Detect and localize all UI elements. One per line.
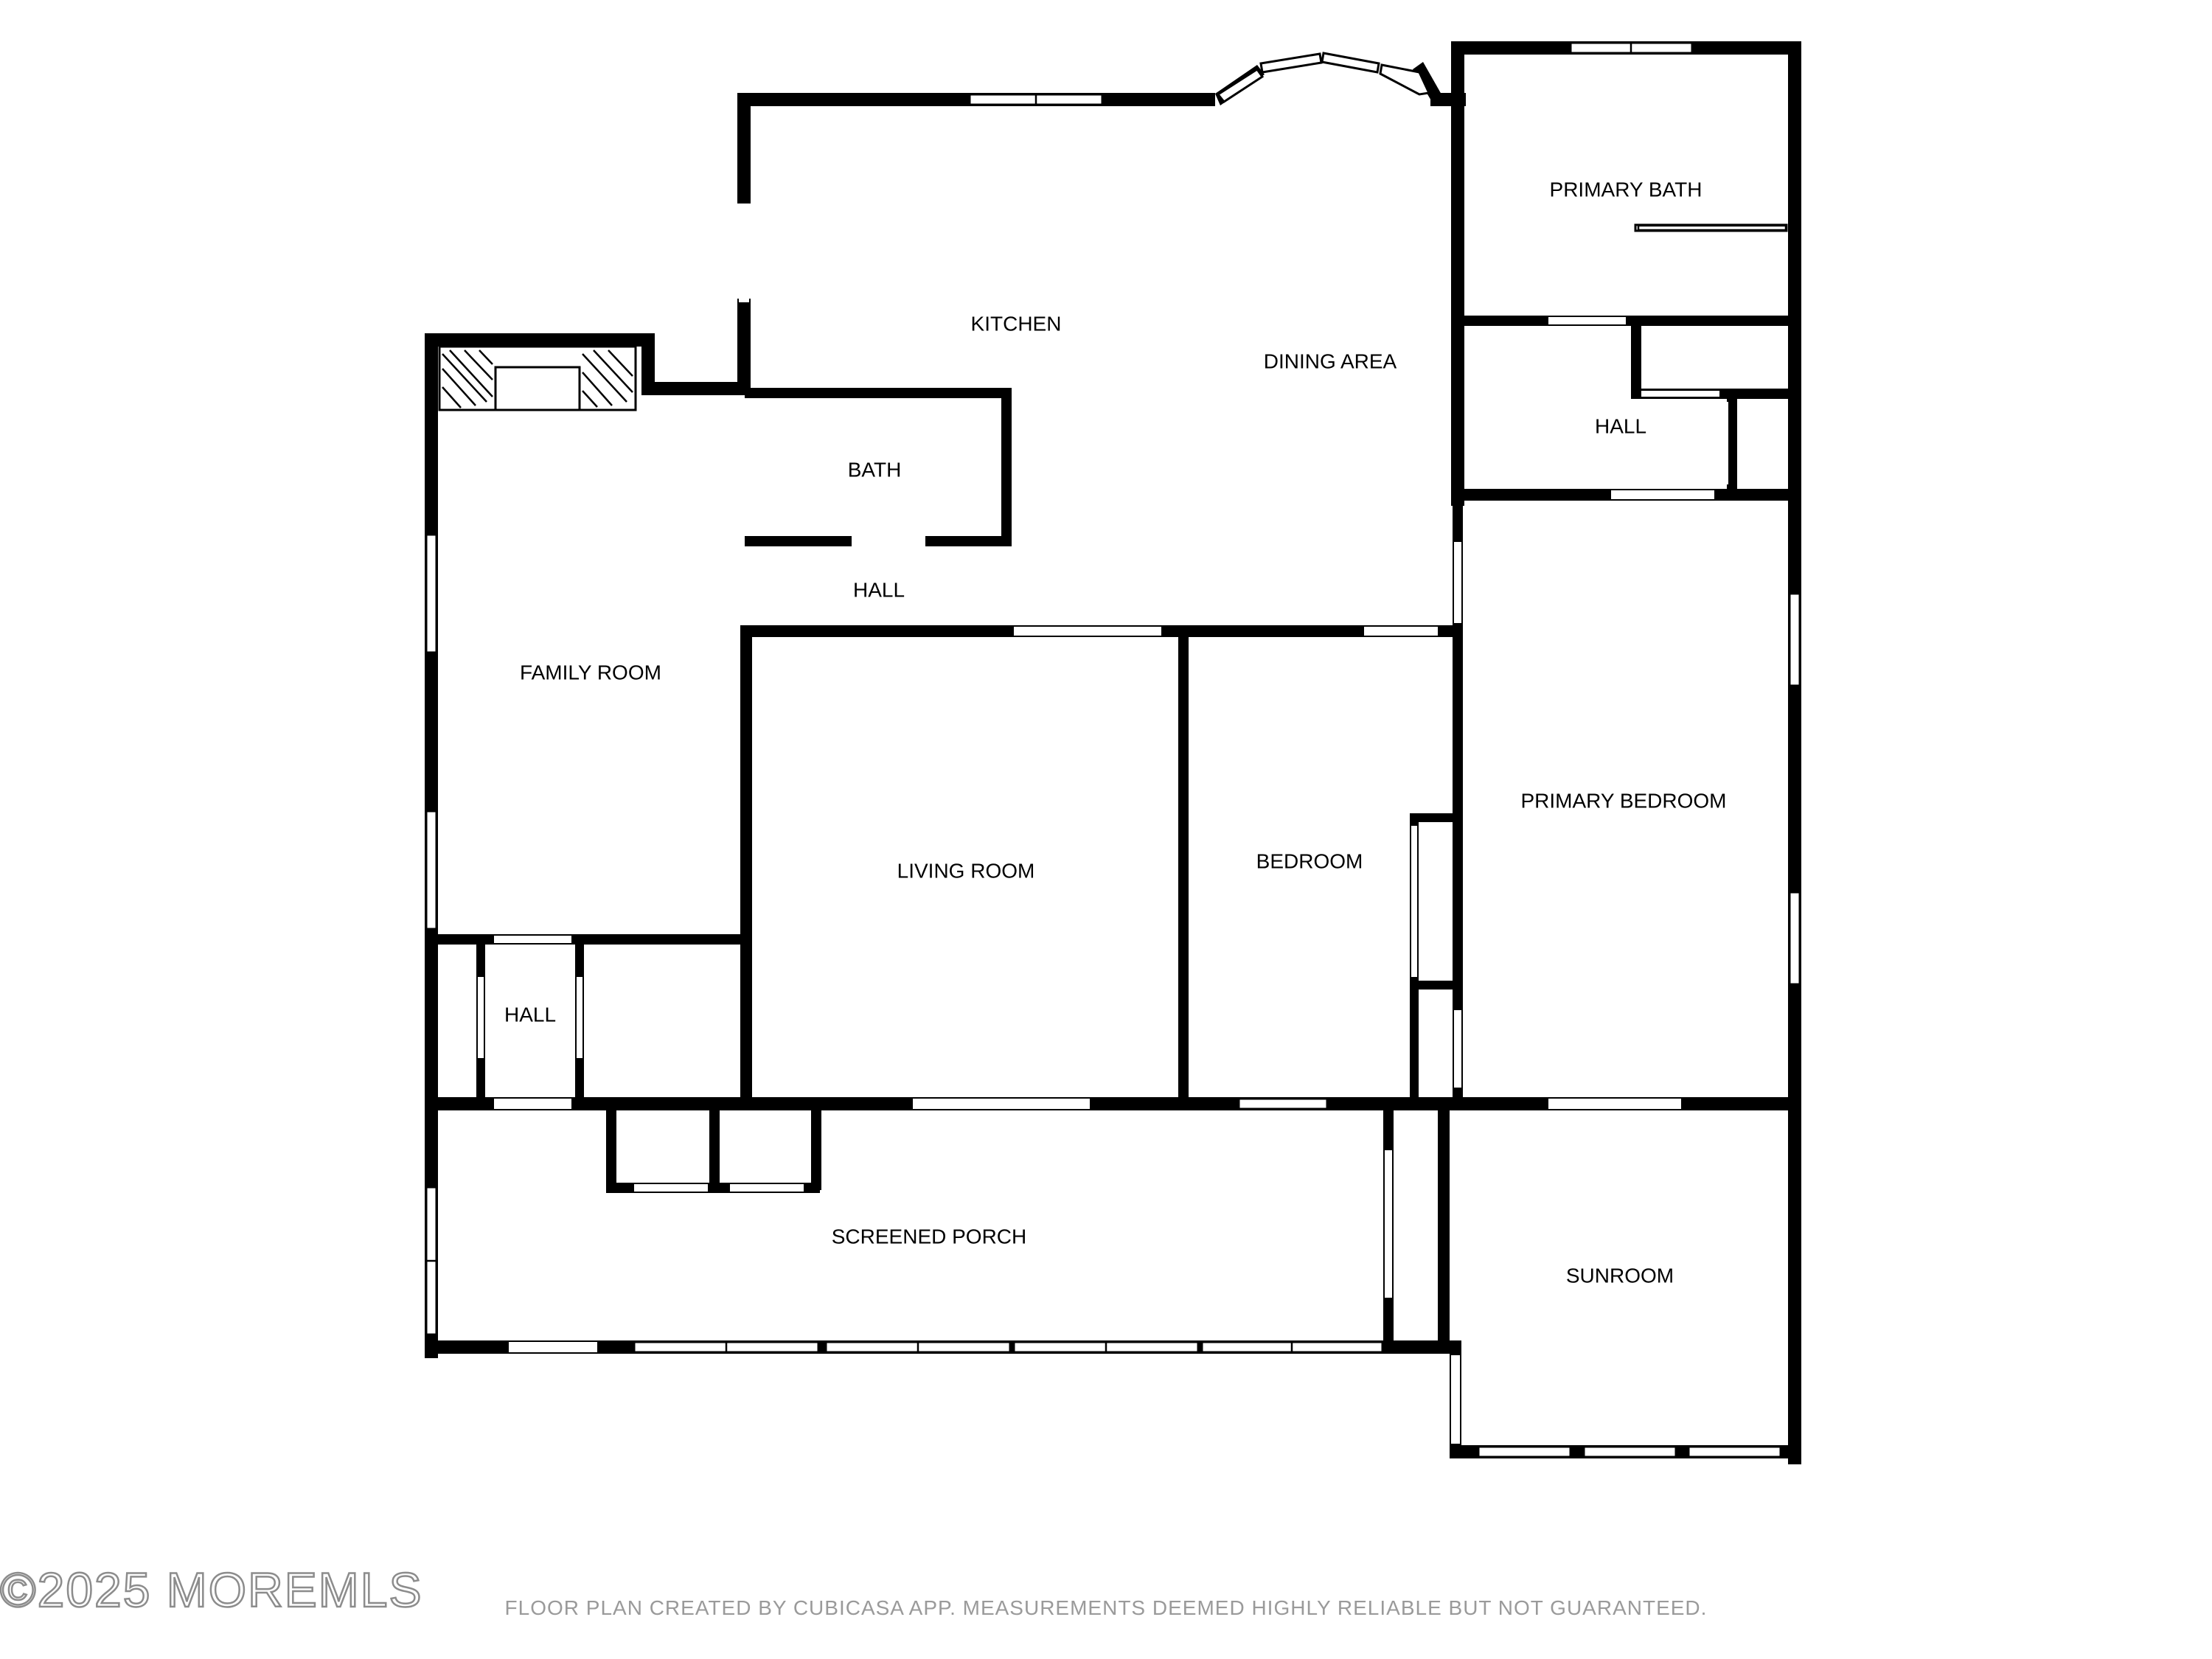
room-label-hall-lower-left: HALL [504,1003,556,1026]
room-label-hall-upper-right: HALL [1595,414,1646,437]
room-label-bath: BATH [848,458,902,481]
shower-divider [1637,224,1787,232]
room-label-bedroom: BEDROOM [1256,849,1363,872]
room-label-sunroom: SUNROOM [1566,1264,1674,1287]
room-label-hall-center: HALL [853,578,905,601]
room-label-kitchen: KITCHEN [971,312,1062,335]
fireplace [438,345,637,411]
bay-window [1216,52,1431,104]
room-label-living-room: LIVING ROOM [897,859,1035,882]
copyright-watermark: ©2025 MOREMLS [0,1562,423,1618]
room-label-family-room: FAMILY ROOM [520,661,661,684]
walls [425,41,1801,1464]
room-label-screened-porch: SCREENED PORCH [832,1225,1026,1248]
room-label-primary-bedroom: PRIMARY BEDROOM [1520,789,1726,812]
room-label-dining-area: DINING AREA [1264,349,1397,372]
door-openings [478,214,1728,1444]
room-label-primary-bath: PRIMARY BATH [1550,178,1703,201]
fireplace-hatching [442,349,633,408]
floor-plan-disclaimer: FLOOR PLAN CREATED BY CUBICASA APP. MEAS… [504,1596,1708,1619]
windows [425,41,1801,1458]
room-labels: KITCHEN DINING AREA PRIMARY BATH BATH HA… [504,178,1727,1287]
